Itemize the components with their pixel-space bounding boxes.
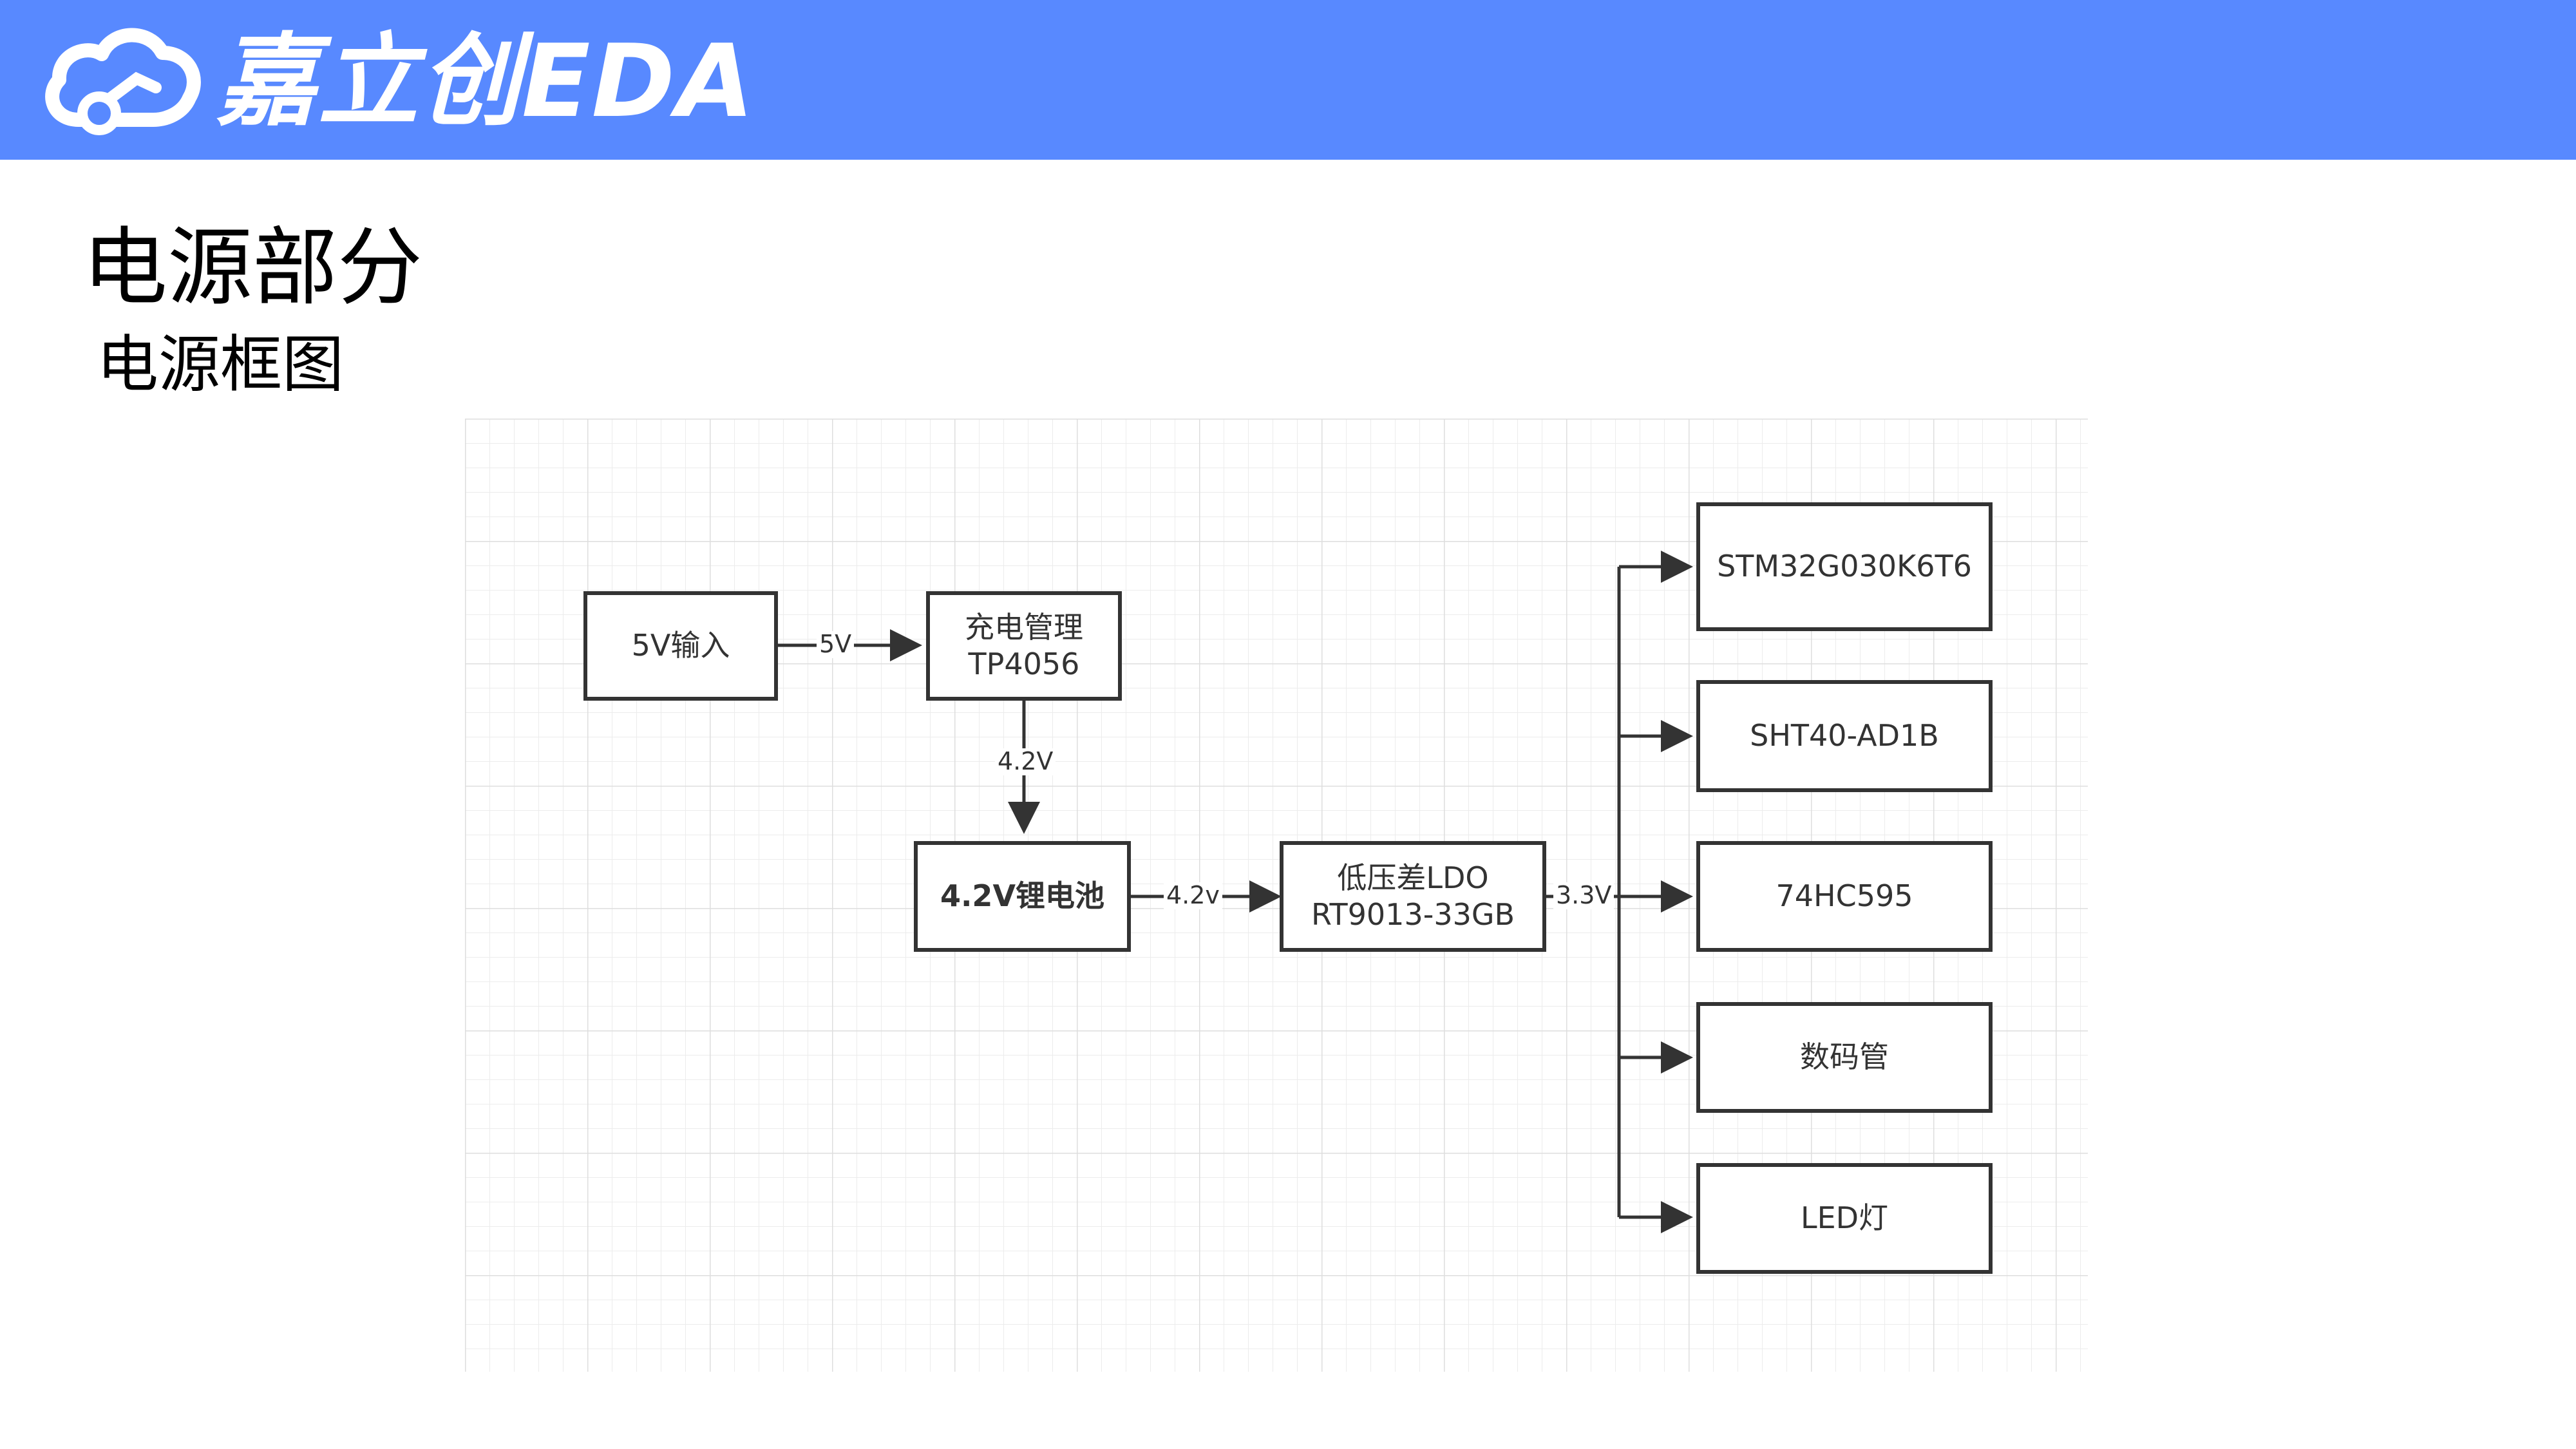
node-mcu-label: STM32G030K6T6 [1717,549,1972,584]
brand-logo: 嘉立创EDA [40,17,755,146]
node-charger: 充电管理 TP4056 [926,591,1122,701]
node-display: 数码管 [1696,1002,1993,1113]
node-shift-register: 74HC595 [1696,841,1993,952]
node-battery-label: 4.2V锂电池 [940,878,1105,914]
brand-name: 嘉立创EDA [216,23,755,140]
node-charger-label: 充电管理 [965,609,1083,645]
edge-label-3v3: 3.3V [1553,882,1615,909]
page-title: 电源部分 [82,218,422,317]
page-subtitle: 电源框图 [97,328,344,401]
node-charger-part: TP4056 [968,647,1080,681]
edge-label-battery-output: 4.2v [1164,882,1222,909]
node-led: LED灯 [1696,1163,1993,1274]
edge-label-charger-output: 4.2V [995,748,1056,775]
node-ldo-part: RT9013-33GB [1311,897,1515,932]
node-mcu: STM32G030K6T6 [1696,502,1993,631]
node-shift-register-label: 74HC595 [1776,878,1913,914]
node-battery: 4.2V锂电池 [914,841,1131,952]
node-ldo-label: 低压差LDO [1337,860,1489,895]
node-5v-input-label: 5V输入 [631,628,730,663]
node-led-label: LED灯 [1800,1200,1889,1236]
node-sensor: SHT40-AD1B [1696,680,1993,792]
node-5v-input: 5V输入 [583,591,778,701]
edge-label-5v: 5V [817,630,855,658]
header-bar: 嘉立创EDA [0,0,2576,160]
node-display-label: 数码管 [1800,1039,1889,1075]
power-block-diagram: 5V 4.2V 4.2v 3.3V 5V输入 充电管理 TP4056 4.2V锂… [465,419,2088,1372]
cloud-logo-icon [45,28,201,135]
node-ldo: 低压差LDO RT9013-33GB [1280,841,1546,952]
node-sensor-label: SHT40-AD1B [1750,718,1939,753]
